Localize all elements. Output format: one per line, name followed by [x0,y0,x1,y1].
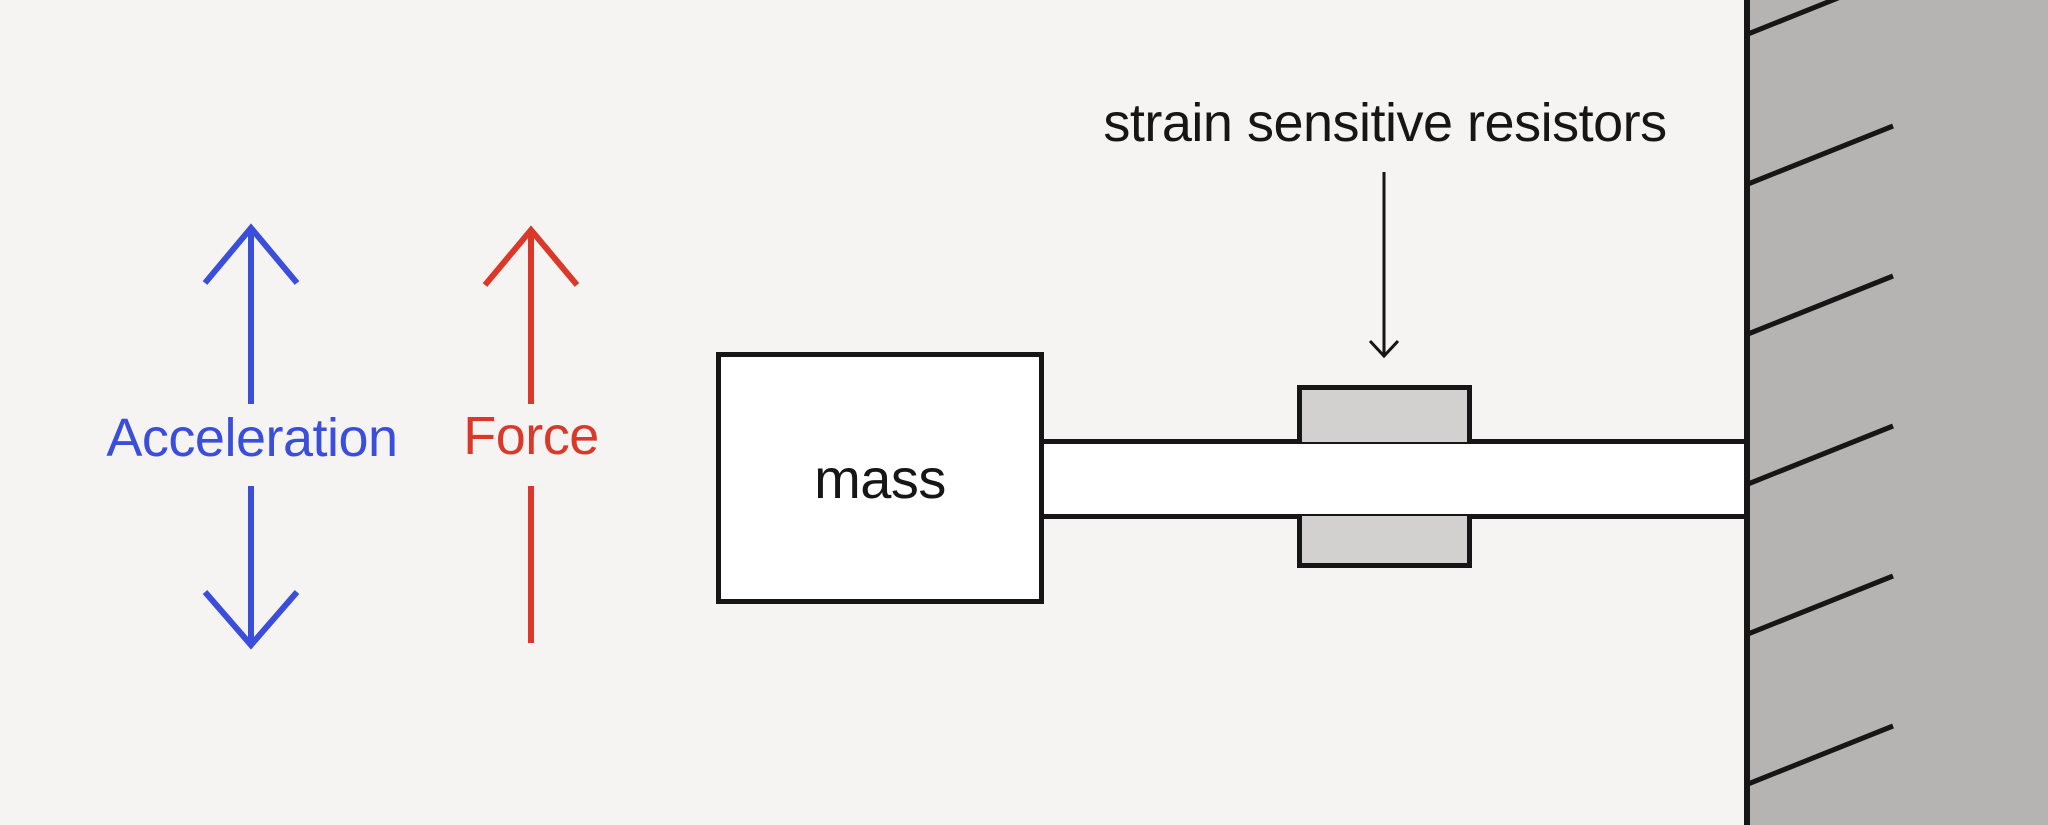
mass-label: mass [814,446,946,510]
acceleration-label: Acceleration [106,408,398,468]
pointer-arrow-icon [1368,172,1400,359]
mass-box: mass [716,352,1044,604]
strain-resistors-label: strain sensitive resistors [1103,93,1667,153]
strain-gauge-bottom [1297,516,1472,568]
strain-gauge-top [1297,385,1472,442]
cantilever-beam [1043,439,1744,519]
force-label: Force [463,406,599,466]
wall [1744,0,2048,825]
